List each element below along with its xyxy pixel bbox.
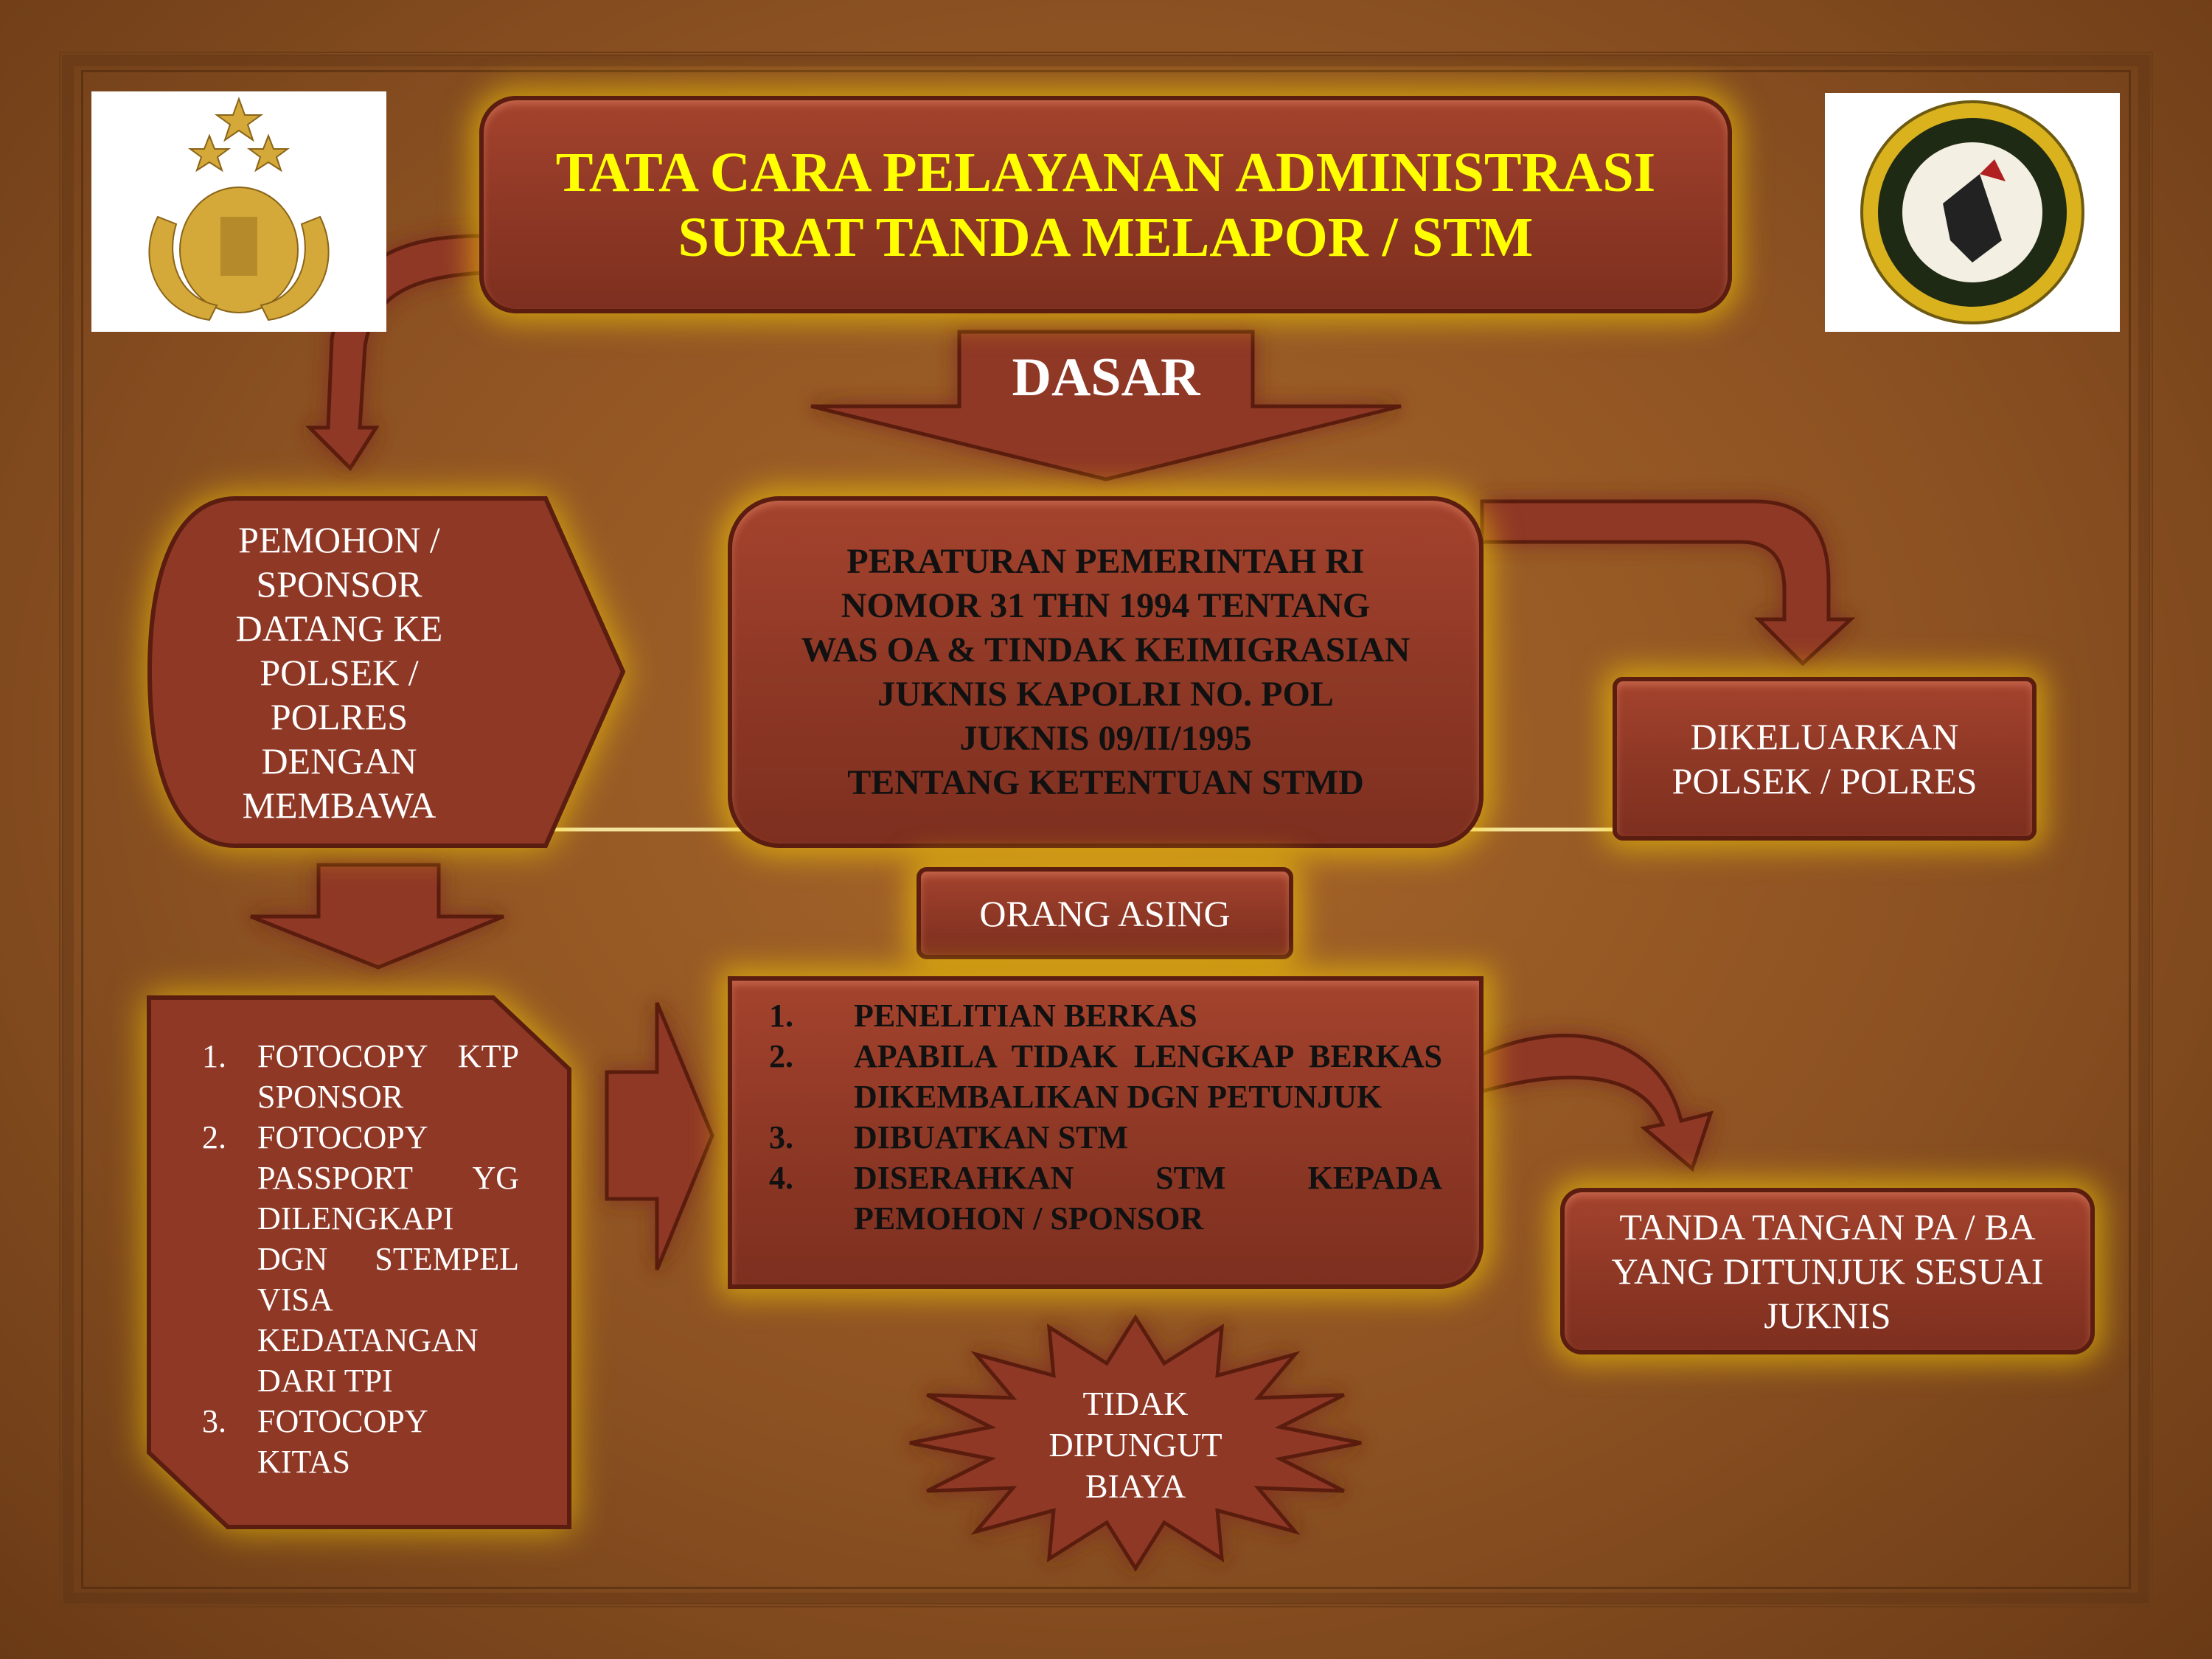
dikeluarkan-line: DIKELUARKAN <box>1690 716 1959 757</box>
dasar-box-line: PERATURAN PEMERINTAH RI <box>846 541 1365 581</box>
decorative-frame-inner <box>81 70 2131 1589</box>
police-emblem-icon <box>148 97 330 321</box>
title-line-2: SURAT TANDA MELAPOR / STM <box>678 206 1534 268</box>
curved-arrow-process-to-tanda <box>1480 1034 1714 1172</box>
police-emblem-logo <box>91 91 386 332</box>
biaya-line: BIAYA <box>1085 1467 1186 1505</box>
requirement-text: FOTOCOPY KITAS <box>257 1403 428 1480</box>
requirement-number: 1. <box>202 1038 226 1074</box>
tanda-tangan-line: JUKNIS <box>1764 1295 1891 1336</box>
pemohon-line: MEMBAWA <box>242 784 437 826</box>
dasar-arrow <box>810 330 1402 481</box>
process-step-number: 3. <box>769 1119 793 1155</box>
process-step-number: 4. <box>769 1160 793 1196</box>
pemohon-line: POLRES <box>270 695 408 737</box>
starburst-shape <box>909 1314 1362 1572</box>
badge-emblem-icon <box>1860 100 2084 324</box>
requirements-box: 1. FOTOCOPY KTP SPONSOR 2. FOTOCOPY PASSPOR… <box>147 995 571 1529</box>
process-step-text: DIBUATKAN STM <box>854 1119 1129 1155</box>
inderawaspada-negara-raharja-logo <box>1825 93 2120 332</box>
dasar-box-line: JUKNIS KAPOLRI NO. POL <box>877 674 1334 714</box>
dasar-label: DASAR <box>1012 347 1200 408</box>
requirement-item: 2. FOTOCOPY PASSPORT YG DILENGKAPI DGN ST… <box>202 1117 519 1401</box>
requirement-item: 3. FOTOCOPY KITAS <box>202 1401 519 1482</box>
dasar-box-line: TENTANG KETENTUAN STMD <box>847 762 1364 802</box>
biaya-line: DIPUNGUT <box>1048 1426 1222 1464</box>
down-arrow-pemohon <box>250 863 504 970</box>
biaya-line: TIDAK <box>1082 1385 1189 1422</box>
title-line-1: TATA CARA PELAYANAN ADMINISTRASI <box>555 141 1656 204</box>
requirements-shape <box>147 995 571 1529</box>
curved-arrow-dasar-to-dikeluarkan <box>1480 499 1856 667</box>
pemohon-shape <box>147 496 626 848</box>
requirement-number: 3. <box>202 1403 226 1439</box>
process-step-item: 3. DIBUATKAN STM <box>769 1117 1442 1158</box>
pemohon-line: DATANG KE <box>235 607 443 649</box>
process-step-text: PENELITIAN BERKAS <box>854 998 1197 1034</box>
process-step-text: DISERAHKAN STM KEPADA PEMOHON / SPONSOR <box>854 1160 1442 1237</box>
tanda-tangan-line: TANDA TANGAN PA / BA <box>1619 1206 2036 1248</box>
dasar-box-line: JUKNIS 09/II/1995 <box>959 718 1252 758</box>
requirement-item: 1. FOTOCOPY KTP SPONSOR <box>202 1036 519 1117</box>
dasar-box-line: NOMOR 31 THN 1994 TENTANG <box>841 585 1371 625</box>
title-box: TATA CARA PELAYANAN ADMINISTRASI SURAT T… <box>479 96 1732 313</box>
pemohon-line: SPONSOR <box>256 563 422 605</box>
process-step-text: APABILA TIDAK LENGKAP BERKAS DIKEMBALIKA… <box>854 1038 1442 1115</box>
pemohon-line: PEMOHON / <box>238 518 440 560</box>
requirement-text: FOTOCOPY PASSPORT YG DILENGKAPI DGN STEM… <box>257 1119 519 1399</box>
pemohon-line: DENGAN <box>261 740 417 782</box>
orang-asing-label: ORANG ASING <box>979 892 1231 934</box>
pemohon-line: POLSEK / <box>260 651 419 693</box>
dasar-box-line: WAS OA & TINDAK KEIMIGRASIAN <box>801 630 1411 669</box>
requirement-number: 2. <box>202 1119 226 1155</box>
decorative-frame <box>59 52 2153 1607</box>
process-step-item: 1. PENELITIAN BERKAS <box>769 995 1442 1036</box>
process-box: 1. PENELITIAN BERKAS 2. APABILA TIDAK LENGK… <box>728 976 1484 1289</box>
process-step-number: 2. <box>769 1038 793 1074</box>
process-step-number: 1. <box>769 998 793 1034</box>
requirement-text: FOTOCOPY KTP SPONSOR <box>257 1038 519 1115</box>
right-arrow-requirements <box>605 1002 714 1270</box>
tanda-tangan-line: YANG DITUNJUK SESUAI <box>1611 1251 2044 1292</box>
process-step-item: 4. DISERAHKAN STM KEPADA PEMOHON / SPONSO… <box>769 1158 1442 1239</box>
dikeluarkan-line: POLSEK / POLRES <box>1672 760 1978 801</box>
process-step-item: 2. APABILA TIDAK LENGKAP BERKAS DIKEMBALI… <box>769 1036 1442 1117</box>
orang-asing-box: ORANG ASING <box>917 867 1293 959</box>
